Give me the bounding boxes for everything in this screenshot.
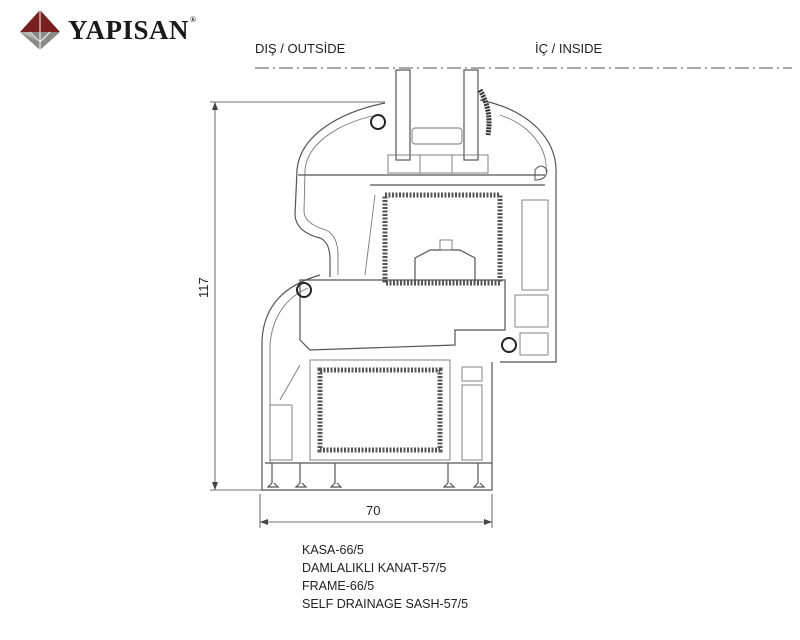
caption-line: FRAME-66/5 <box>302 579 375 593</box>
steel-reinforcement-lower <box>309 359 451 461</box>
drain-feet <box>266 463 486 488</box>
pyramid-logo-icon <box>20 10 60 50</box>
height-dimension: 117 <box>196 101 385 491</box>
profile-caption: KASA-66/5 DAMLALIKLI KANAT-57/5 FRAME-66… <box>302 541 468 613</box>
brand-logo: YAPISAN® <box>18 10 197 50</box>
inside-label: İÇ / INSIDE <box>535 41 603 56</box>
brand-name: YAPISAN® <box>68 14 197 45</box>
caption-line: SELF DRAINAGE SASH-57/5 <box>302 597 469 611</box>
gaskets <box>296 88 548 353</box>
caption-line: KASA-66/5 <box>302 543 364 557</box>
lower-profile <box>261 274 506 491</box>
width-dimension: 70 <box>259 494 493 528</box>
steel-reinforcement-upper <box>382 192 503 286</box>
glass-panes <box>387 69 489 174</box>
width-value: 70 <box>366 503 380 518</box>
caption-line: DAMLALIKLI KANAT-57/5 <box>302 561 447 575</box>
height-value: 117 <box>196 277 211 298</box>
upper-profile <box>294 99 557 363</box>
outside-label: DIŞ / OUTSİDE <box>255 41 346 56</box>
